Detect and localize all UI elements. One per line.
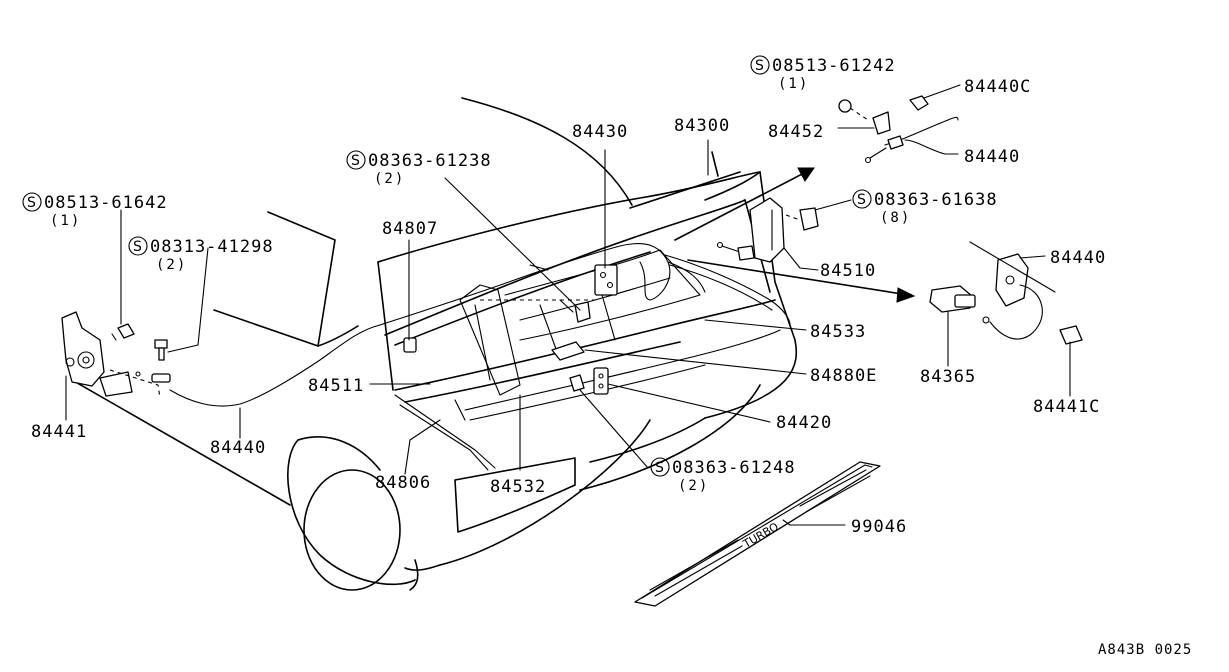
drawing-code: A843B 0025 (1098, 642, 1192, 658)
svg-text:08513-61642: 08513-61642 (44, 193, 168, 213)
lock-cylinder-parts (838, 95, 959, 164)
label-84452: 84452 (768, 122, 824, 142)
fastener-08513-61642: S 08513-61642 (1) (22, 192, 168, 229)
svg-text:08363-61248: 08363-61248 (672, 458, 796, 478)
car-body-outline (71, 97, 798, 591)
label-84806: 84806 (375, 473, 431, 493)
svg-text:(1): (1) (778, 76, 809, 92)
direction-arrows (674, 167, 916, 303)
fastener-08363-61248: S 08363-61248 (2) (650, 457, 796, 494)
label-84510: 84510 (820, 261, 876, 281)
svg-text:(8): (8) (880, 210, 911, 226)
svg-text:S: S (857, 192, 866, 208)
svg-text:S: S (133, 239, 142, 255)
leader-lines (65, 84, 1071, 526)
opener-cable (169, 243, 706, 407)
part-labels: 84300 84430 84452 84440C 84440 84510 844… (31, 77, 1106, 537)
remote-opener-parts (929, 241, 1083, 345)
label-84430: 84430 (572, 122, 628, 142)
svg-text:(2): (2) (678, 478, 709, 494)
label-84511: 84511 (308, 376, 364, 396)
label-99046: 99046 (851, 517, 907, 537)
label-84420: 84420 (776, 413, 832, 433)
fastener-08363-61238: S 08363-61238 (2) (346, 150, 492, 187)
trunk-lid (384, 199, 776, 403)
label-84440-top: 84440 (964, 147, 1020, 167)
svg-text:S: S (655, 460, 664, 476)
svg-text:S: S (351, 153, 360, 169)
fastener-callouts: S 08513-61242 (1) S 08363-61238 (2) S 08… (22, 55, 998, 494)
label-84441c: 84441C (1033, 397, 1100, 417)
fastener-08363-61638: S 08363-61638 (8) (852, 189, 998, 226)
latch-bracket (716, 197, 819, 263)
trunk-latch-assembly (403, 264, 618, 395)
turbo-badge: TURBO (634, 461, 881, 607)
svg-text:08513-61242: 08513-61242 (772, 56, 896, 76)
opener-lever (61, 311, 171, 399)
label-84807: 84807 (382, 219, 438, 239)
label-84440c: 84440C (964, 77, 1031, 97)
label-84441: 84441 (31, 422, 87, 442)
fastener-08513-61242: S 08513-61242 (1) (750, 55, 896, 92)
label-84533: 84533 (810, 322, 866, 342)
svg-text:S: S (755, 58, 764, 74)
label-84532: 84532 (490, 477, 546, 497)
svg-text:S: S (27, 195, 36, 211)
svg-text:(2): (2) (374, 171, 405, 187)
label-84300: 84300 (674, 116, 730, 136)
label-84880e: 84880E (810, 366, 877, 386)
label-84440-bottom: 84440 (210, 438, 266, 458)
fastener-08313-41298: S 08313-41298 (2) (128, 236, 274, 273)
svg-text:08313-41298: 08313-41298 (150, 237, 274, 257)
svg-text:08363-61238: 08363-61238 (368, 151, 492, 171)
label-84440-right: 84440 (1050, 248, 1106, 268)
svg-text:08363-61638: 08363-61638 (874, 190, 998, 210)
svg-text:(2): (2) (156, 257, 187, 273)
svg-text:(1): (1) (50, 213, 81, 229)
trunk-lid-inner-frame (394, 249, 791, 471)
label-84365: 84365 (920, 367, 976, 387)
